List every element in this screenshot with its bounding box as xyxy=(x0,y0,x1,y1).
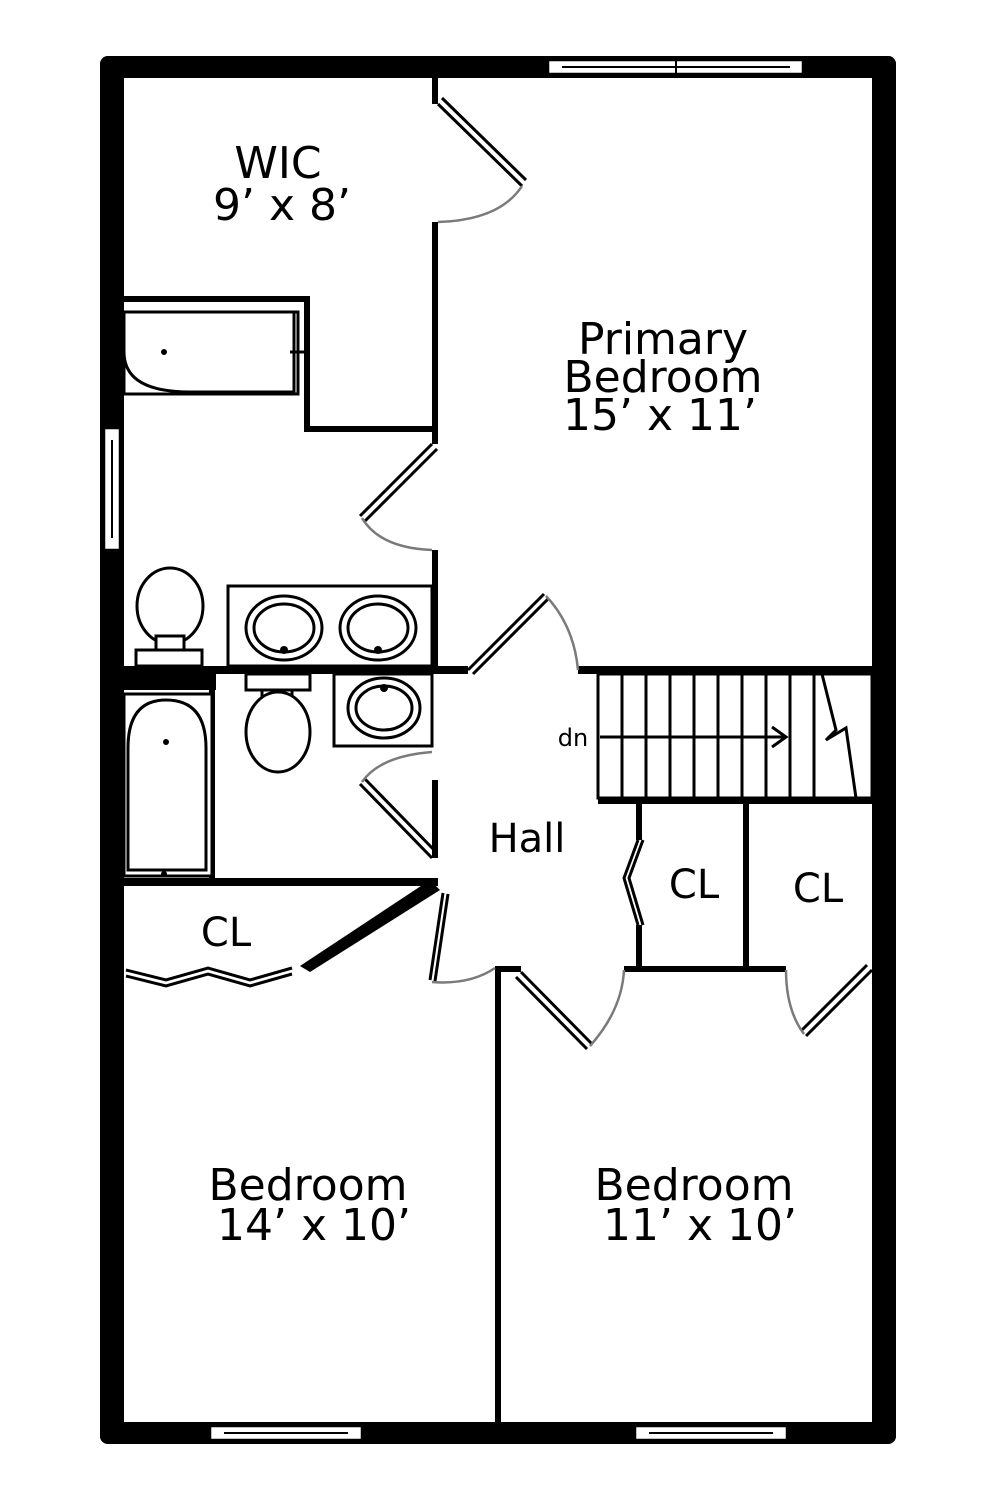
wic-name: WIC xyxy=(234,138,321,189)
closet-left-name: CL xyxy=(201,910,252,956)
primary-name-line2: Bedroom xyxy=(563,352,762,403)
bedroom-right-name: Bedroom xyxy=(594,1160,793,1211)
door-swing-bedroom-left xyxy=(431,966,496,984)
windows xyxy=(102,58,805,1442)
primary-size: 15’ x 11’ xyxy=(563,390,757,441)
hall-name: Hall xyxy=(489,816,566,862)
staircase xyxy=(596,672,874,800)
toilet-upper xyxy=(135,566,205,646)
toilet-lower xyxy=(244,690,312,774)
door-swing-closet-right xyxy=(784,969,806,1035)
bathtub-lower xyxy=(122,692,214,878)
wic-size: 9’ x 8’ xyxy=(213,180,351,231)
primary-name-line1: Primary xyxy=(578,314,748,365)
door-swing-bedroom-right xyxy=(589,969,626,1047)
door-swing-bath xyxy=(360,517,433,552)
closet-right-name: CL xyxy=(793,866,844,912)
bathtub-upper xyxy=(122,310,300,396)
stairs-label: dn xyxy=(558,724,588,752)
bedroom-left-name: Bedroom xyxy=(208,1160,407,1211)
bedroom-right-size: 11’ x 10’ xyxy=(603,1200,797,1251)
door-swing-lower-bath xyxy=(360,750,433,783)
bath-fixtures xyxy=(122,310,434,878)
room-labels: WIC 9’ x 8’ Primary Bedroom 15’ x 11’ Ha… xyxy=(201,138,844,1251)
doors xyxy=(125,96,874,1051)
closet-mid-name: CL xyxy=(669,862,720,908)
door-swing-primary xyxy=(545,595,580,671)
door-swing-wic xyxy=(437,185,524,224)
bedroom-left-size: 14’ x 10’ xyxy=(217,1200,411,1251)
